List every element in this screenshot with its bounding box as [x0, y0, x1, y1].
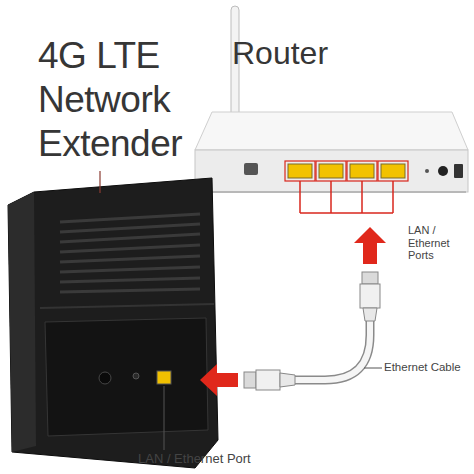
plug-body	[360, 284, 380, 308]
plug-boot	[363, 308, 377, 321]
extender-body	[8, 178, 218, 468]
bracket-line	[300, 212, 393, 214]
port-panel	[45, 318, 208, 436]
arrow-head	[354, 227, 386, 264]
device-node: 4G LTE Network Extender	[0, 0, 200, 474]
callout-label: LAN / Ethernet Ports	[408, 224, 474, 262]
plug-tip	[244, 372, 256, 388]
lan-port	[288, 164, 312, 178]
power-jack	[99, 372, 111, 384]
router-top	[195, 112, 468, 150]
power-button	[438, 166, 448, 176]
vent	[60, 214, 200, 222]
reset-button	[425, 169, 429, 173]
port-leader	[164, 386, 165, 450]
vent	[60, 289, 200, 292]
vent	[60, 224, 200, 232]
ridge	[40, 304, 214, 308]
port-highlight	[316, 161, 346, 181]
lan-port	[157, 371, 171, 384]
bracket-line	[392, 181, 394, 213]
plug-tip	[362, 272, 378, 284]
bracket-line	[330, 181, 332, 213]
lan-port	[350, 164, 374, 178]
cable-outline	[294, 320, 370, 380]
lan-port	[381, 164, 405, 178]
vent	[60, 245, 200, 252]
cable-core	[294, 320, 370, 380]
device-node: Router	[185, 0, 470, 226]
vent-slots	[60, 214, 200, 292]
power-jack	[454, 164, 463, 178]
port-bracket	[300, 181, 393, 213]
plug-body	[256, 370, 280, 390]
reset-button	[133, 373, 139, 379]
bracket-line	[361, 181, 363, 213]
vent	[60, 278, 200, 282]
ethernet-cable	[200, 227, 386, 396]
callout-label: LAN / Ethernet Port	[138, 452, 318, 467]
edge-label: Ethernet Cable	[384, 361, 461, 374]
vent	[60, 234, 200, 242]
port-highlight	[378, 161, 408, 181]
vent	[60, 267, 200, 272]
port-highlight	[285, 161, 315, 181]
vent	[60, 256, 200, 262]
lan-port	[319, 164, 343, 178]
node-label: Router	[232, 34, 432, 72]
title-leader	[99, 171, 100, 193]
plug-boot	[280, 373, 295, 387]
router-illustration	[195, 6, 468, 192]
bracket-line	[299, 181, 301, 213]
extender-side	[8, 192, 36, 452]
label-leader	[364, 368, 382, 369]
arrow-head	[200, 364, 238, 396]
extender-illustration	[8, 178, 218, 468]
phone-jack	[244, 163, 258, 175]
node-label: 4G LTE Network Extender	[38, 34, 218, 166]
port-highlight	[347, 161, 377, 181]
